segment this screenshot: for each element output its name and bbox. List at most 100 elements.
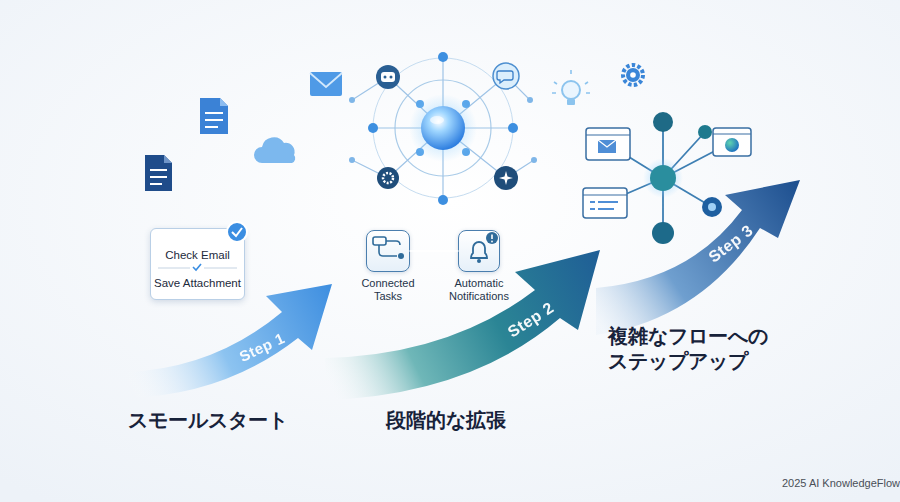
- window-icon: [713, 128, 751, 156]
- node-dot: [416, 100, 424, 108]
- network-node: [653, 112, 673, 132]
- hub-highlight: [430, 116, 444, 124]
- window-envelope-flap: [598, 140, 616, 147]
- card-divider: [158, 268, 237, 269]
- network-node: [652, 222, 674, 244]
- network-hub: [650, 165, 676, 191]
- task-card: Check EmailSave Attachment: [150, 228, 245, 300]
- task-text: Check Email: [151, 246, 244, 264]
- step-arrow-shape: [596, 180, 800, 335]
- browser-logo: [725, 138, 739, 152]
- chat-bubble: [497, 71, 513, 83]
- complex-network: [552, 65, 751, 244]
- node-dot: [462, 148, 470, 156]
- document-icon: [200, 98, 228, 134]
- node-dot: [527, 97, 533, 103]
- alert-mark: [491, 235, 493, 240]
- hub-spokes: [352, 57, 534, 200]
- step-arrow-shape: [128, 284, 332, 398]
- network-hub-glow: [643, 158, 683, 198]
- envelope-flap: [310, 73, 342, 87]
- icon-caption: Automatic Notifications: [437, 277, 521, 303]
- task-text: Save Attachment: [151, 274, 244, 292]
- lightbulb-rays: [552, 70, 590, 93]
- document-lines: [150, 170, 167, 184]
- sparkle-glyph: [499, 171, 513, 185]
- window-lines: [590, 202, 618, 209]
- sparkle-node: [494, 166, 518, 190]
- document-fold: [164, 155, 172, 163]
- node-dot: [349, 97, 355, 103]
- robot-eye: [390, 76, 393, 79]
- network-node: [702, 197, 722, 217]
- window-icon: [583, 188, 627, 218]
- gear-icon: [623, 65, 643, 85]
- gear-hole: [630, 72, 636, 78]
- flow-glyph-box: [373, 237, 386, 245]
- window-icon: [586, 128, 630, 160]
- lightbulb-icon: [562, 81, 580, 99]
- window-envelope: [598, 140, 616, 153]
- network-spokes: [605, 122, 732, 233]
- orbit-ring: [395, 80, 491, 176]
- glow-connector: [410, 249, 458, 254]
- cloud-icon: [254, 137, 295, 163]
- alert-dot: [491, 241, 493, 243]
- window-bar: [583, 194, 627, 195]
- divider-check: [193, 264, 201, 270]
- watermark: 2025 AI KnowledgeFlow: [782, 476, 900, 490]
- check-badge-mark: [232, 228, 242, 236]
- document-lines: [205, 113, 223, 127]
- robot-icon: [376, 65, 400, 89]
- robot-eye: [384, 76, 387, 79]
- file-icons: [145, 72, 342, 191]
- orbit-ring: [373, 58, 513, 198]
- step-arrow: Step 2: [320, 245, 605, 405]
- step-arrow: Step 1: [124, 280, 336, 402]
- bell-glyph: [471, 242, 487, 258]
- alert-badge: [486, 232, 498, 244]
- lightbulb-base: [567, 99, 575, 105]
- glow-connector-core: [410, 250, 458, 252]
- step-arrow: Step 3: [590, 175, 805, 340]
- step-arrow-svg: [590, 175, 805, 340]
- robot-face: [381, 72, 395, 82]
- task-icon-box: Connected Tasks: [366, 230, 410, 272]
- step-arrow-svg: [320, 245, 605, 405]
- step-arrow-svg: [124, 280, 336, 402]
- check-badge: [227, 222, 247, 242]
- hub-sphere: [421, 106, 465, 150]
- node-dot: [416, 148, 424, 156]
- network-node-core: [708, 203, 716, 211]
- task-icon-box: Automatic Notifications: [458, 230, 500, 272]
- node-dot: [531, 157, 537, 163]
- gear-glyph: [383, 173, 393, 183]
- flow-glyph-line: [379, 241, 400, 256]
- gear-node: [377, 167, 399, 189]
- gear-body: [626, 68, 640, 82]
- node-dot: [349, 157, 355, 163]
- bell-clapper: [477, 259, 481, 263]
- chat-icon: [493, 63, 519, 89]
- flow-glyph-dot: [398, 253, 404, 259]
- window-bar: [713, 133, 751, 134]
- node-dot: [462, 100, 470, 108]
- document-icon: [145, 155, 172, 191]
- node-dot: [368, 123, 378, 133]
- hub-glow: [409, 94, 477, 162]
- stage-caption: スモールスタート: [128, 407, 348, 433]
- stage-caption: 複雑なフローへの ステップアップ: [608, 324, 780, 374]
- stage-caption: 段階的な拡張: [386, 407, 586, 433]
- network-node: [698, 125, 712, 139]
- icon-caption: Connected Tasks: [353, 277, 423, 303]
- node-dot: [508, 123, 518, 133]
- envelope-icon: [310, 72, 342, 96]
- node-dot: [438, 52, 448, 62]
- document-fold: [220, 98, 228, 106]
- node-dot: [438, 195, 448, 205]
- window-bar: [586, 134, 630, 135]
- hub-network: [349, 52, 537, 205]
